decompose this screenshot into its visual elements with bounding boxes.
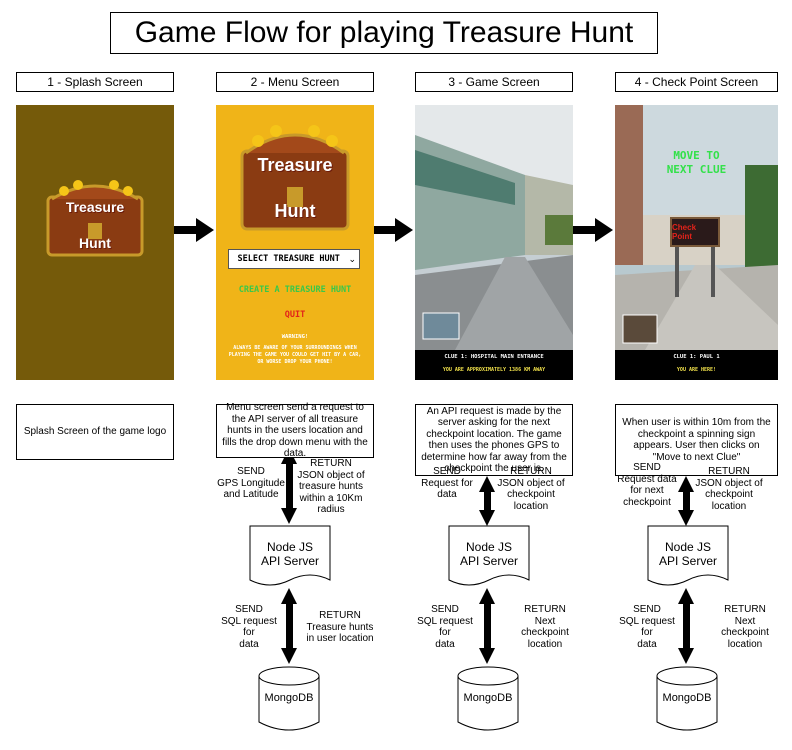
menu-screen: Treasure Hunt SELECT TREASURE HUNT ⌄ CRE…: [216, 105, 374, 380]
db-send-label-2: SEND SQL request for data: [417, 604, 473, 650]
db-label-2: MongoDB: [463, 692, 513, 704]
db-label-1: MongoDB: [264, 692, 314, 704]
move-to-next-clue-line2[interactable]: NEXT CLUE: [666, 163, 727, 176]
db-return-label-2: RETURN Next checkpoint location: [521, 604, 569, 650]
arrow-splash-to-menu: [174, 218, 214, 242]
db-cylinder-1: [258, 666, 320, 731]
db-return-label-3: RETURN Next checkpoint location: [721, 604, 769, 650]
server-label-3: Node JS API Server: [658, 540, 718, 568]
game-return-label: RETURN JSON object of checkpoint locatio…: [497, 466, 565, 512]
label-menu-screen: 2 - Menu Screen: [216, 72, 374, 92]
server-label-2: Node JS API Server: [459, 540, 519, 568]
game-send-label: SEND Request for data: [421, 466, 473, 500]
quit-button[interactable]: QUIT: [284, 310, 306, 320]
create-treasure-hunt-button[interactable]: CREATE A TREASURE HUNT: [238, 285, 352, 295]
label-splash-screen: 1 - Splash Screen: [16, 72, 174, 92]
checkpoint-sign: Check Point: [670, 217, 720, 247]
server-label-1: Node JS API Server: [260, 540, 320, 568]
menu-send-label: SEND GPS Longitude and Latitude: [217, 466, 285, 500]
status-text: YOU ARE HERE!: [676, 367, 717, 373]
warning-text: ALWAYS BE AWARE OF YOUR SURROUNDINGS WHE…: [228, 345, 362, 365]
db-return-label-1: RETURN Treasure hunts in user location: [306, 610, 374, 644]
server-shape-1: [249, 525, 331, 586]
game-screen: CLUE 1: HOSPITAL MAIN ENTRANCE YOU ARE A…: [415, 105, 573, 380]
menu-description: Menu screen send a request to the API se…: [216, 402, 374, 459]
db-cylinder-3: [656, 666, 718, 731]
checkpoint-return-label: RETURN JSON object of checkpoint locatio…: [695, 466, 763, 512]
splash-description: Splash Screen of the game logo: [16, 404, 174, 460]
splash-screen: Treasure Hunt: [16, 105, 174, 380]
diagram-title: Game Flow for playing Treasure Hunt: [110, 12, 658, 54]
treasure-chest-logo: Treasure Hunt: [234, 117, 356, 235]
select-treasure-hunt-label: SELECT TREASURE HUNT: [237, 254, 340, 264]
label-checkpoint-screen: 4 - Check Point Screen: [615, 72, 778, 92]
server-shape-3: [647, 525, 729, 586]
checkpoint-screen: MOVE TO NEXT CLUE Check Point CLUE 1: PA…: [615, 105, 778, 380]
clue-text: CLUE 1: HOSPITAL MAIN ENTRANCE: [444, 354, 544, 360]
arrow-server-db-3: [678, 588, 694, 664]
logo-text-treasure: Treasure: [257, 155, 333, 175]
chevron-down-icon: ⌄: [348, 253, 356, 264]
warning-title: WARNING!: [281, 334, 309, 340]
label-game-screen: 3 - Game Screen: [415, 72, 573, 92]
game-description: An API request is made by the server ask…: [415, 404, 573, 476]
db-send-label-1: SEND SQL request for data: [221, 604, 277, 650]
checkpoint-send-label: SEND Request data for next checkpoint: [617, 462, 677, 508]
checkpoint-description: When user is within 10m from the checkpo…: [615, 404, 778, 476]
checkpoint-sign-text: Check Point: [672, 223, 697, 241]
street-view-image: [415, 105, 573, 350]
server-shape-2: [448, 525, 530, 586]
db-cylinder-2: [457, 666, 519, 731]
logo-text-hunt: Hunt: [79, 235, 111, 251]
hud-bar: CLUE 1: PAUL 1 YOU ARE HERE!: [615, 350, 778, 380]
move-to-next-clue-line1[interactable]: MOVE TO: [673, 149, 720, 162]
arrow-game-to-checkpoint: [573, 218, 613, 242]
select-treasure-hunt-dropdown[interactable]: SELECT TREASURE HUNT ⌄: [228, 249, 360, 269]
logo-text-treasure: Treasure: [65, 199, 125, 215]
arrow-menu-to-game: [374, 218, 413, 242]
sign-post-left: [675, 247, 679, 297]
treasure-chest-logo: Treasure Hunt: [44, 177, 146, 259]
distance-text: YOU ARE APPROXIMATELY 1386 KM AWAY: [442, 367, 546, 373]
arrow-server-db-2: [479, 588, 495, 664]
arrow-server-db-1: [281, 588, 297, 664]
clue-text: CLUE 1: PAUL 1: [673, 354, 720, 360]
db-label-3: MongoDB: [662, 692, 712, 704]
menu-return-label: RETURN JSON object of treasure hunts wit…: [297, 458, 365, 515]
hud-bar: CLUE 1: HOSPITAL MAIN ENTRANCE YOU ARE A…: [415, 350, 573, 380]
arrow-game-server: [479, 476, 495, 526]
logo-text-hunt: Hunt: [274, 201, 316, 221]
arrow-checkpoint-server: [678, 476, 694, 526]
sign-post-right: [711, 247, 715, 297]
db-send-label-3: SEND SQL request for data: [619, 604, 675, 650]
